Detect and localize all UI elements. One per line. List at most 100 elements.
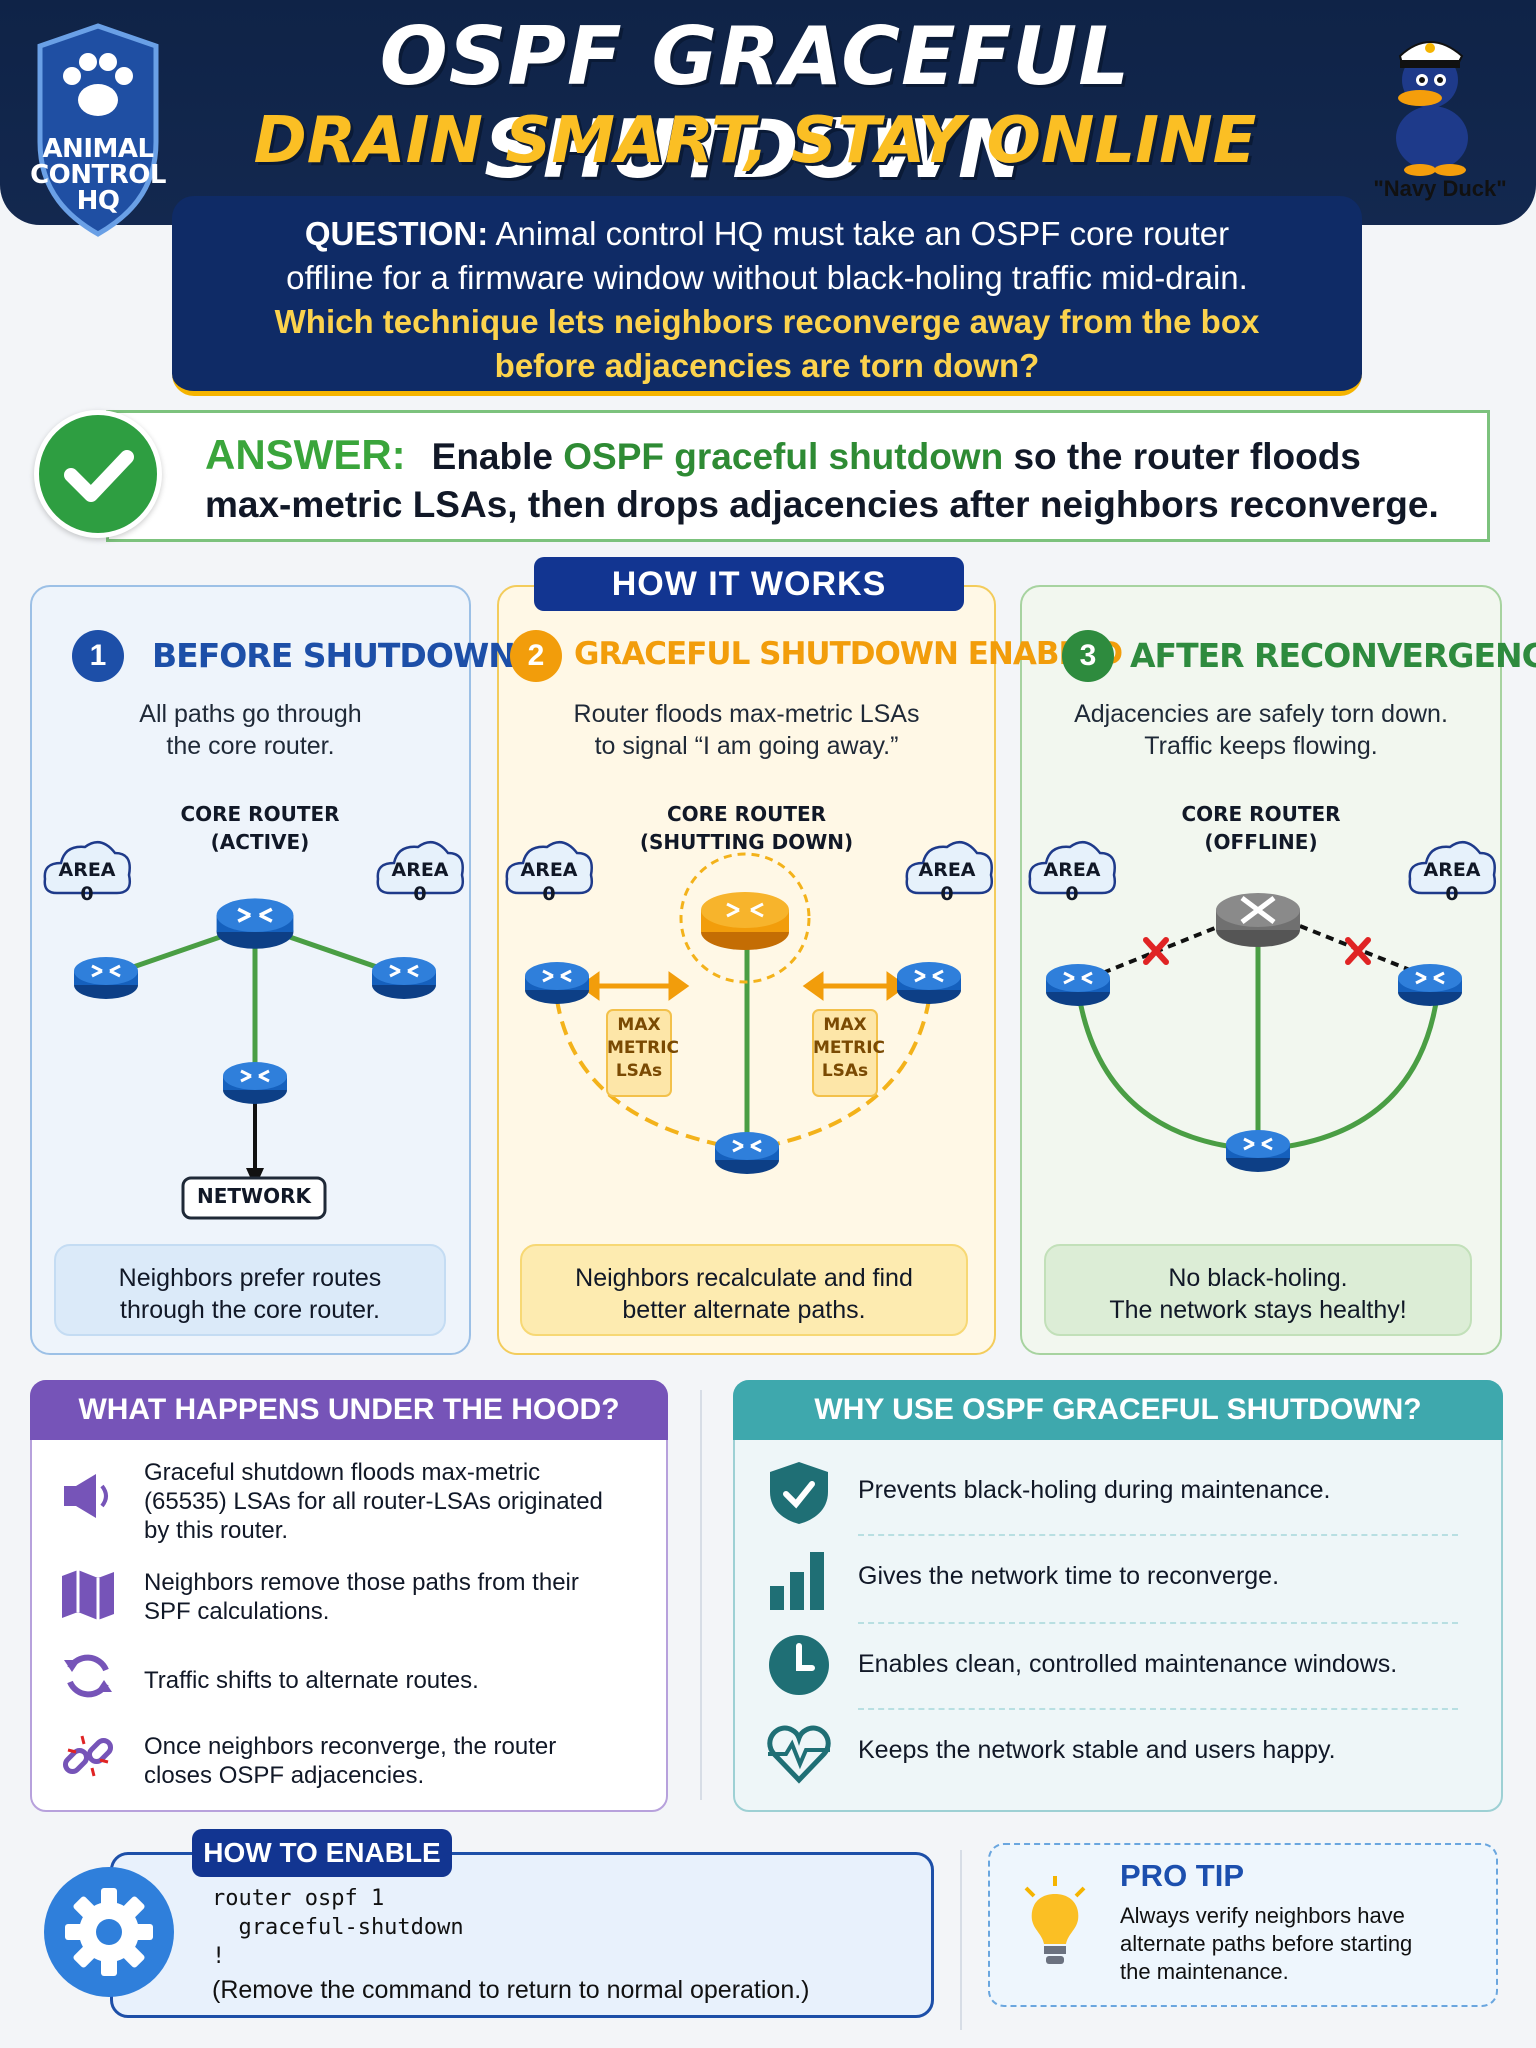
step2-title: GRACEFUL SHUTDOWN ENABLED: [574, 636, 1123, 672]
step1-area-left-label: AREA: [58, 859, 116, 881]
step2-router-label: CORE ROUTER (SHUTTING DOWN): [507, 800, 986, 856]
step2-caption: Neighbors recalculate and find better al…: [520, 1244, 968, 1336]
pro-tip-line3: the maintenance.: [1120, 1959, 1289, 1984]
why-item-1: Prevents black-holing during maintenance…: [858, 1476, 1331, 1504]
refresh-icon: [64, 1654, 112, 1698]
router-bottom-icon: [221, 1060, 289, 1106]
core-router-offline-icon: [1216, 893, 1300, 947]
header-banner: [0, 0, 1536, 225]
step1-desc-2: the core router.: [166, 732, 335, 760]
why-use-panel: [733, 1380, 1503, 1812]
answer-box: ANSWER:Enable OSPF graceful shutdown so …: [106, 410, 1490, 542]
question-box: QUESTION: Animal control HQ must take an…: [172, 196, 1362, 396]
answer-text-post: so the router floods: [1003, 436, 1361, 477]
lsa-right-label: MAX METRIC LSAs: [813, 1014, 886, 1083]
heartbeat-icon: [767, 1725, 831, 1784]
step2-caption-2: better alternate paths.: [622, 1296, 866, 1324]
hood-item-2-line1: Neighbors remove those paths from their: [144, 1569, 579, 1596]
badge-line-2: CONTROL: [30, 160, 166, 190]
config-note: (Remove the command to return to normal …: [212, 1976, 810, 2004]
router-left-icon: [1044, 962, 1112, 1008]
step3-router-label-1: CORE ROUTER: [1181, 802, 1341, 826]
how-it-works-banner: HOW IT WORKS: [534, 557, 964, 611]
why-separator: [858, 1534, 1458, 1536]
step1-caption: Neighbors prefer routes through the core…: [54, 1244, 446, 1336]
badge-line-3: HQ: [76, 186, 120, 216]
lsa-left-2: METRIC: [607, 1038, 680, 1058]
badge-text: ANIMAL CONTROL HQ: [20, 136, 176, 214]
step2-area-right-num: 0: [940, 883, 954, 905]
hood-item-3: Traffic shifts to alternate routes.: [144, 1666, 654, 1695]
question-text-1: Animal control HQ must take an OSPF core…: [488, 215, 1230, 252]
step1-desc-1: All paths go through: [139, 700, 362, 728]
step3-desc: Adjacencies are safely torn down. Traffi…: [1030, 698, 1492, 762]
why-item-4: Keeps the network stable and users happy…: [858, 1736, 1336, 1764]
page-title: OSPF GRACEFUL SHUTDOWN: [379, 10, 1131, 196]
step1-area-right-label: AREA: [391, 859, 449, 881]
step1-diagram: [43, 840, 465, 1220]
router-right-icon: [895, 960, 963, 1006]
step2-desc: Router floods max-metric LSAs to signal …: [507, 698, 986, 762]
lsa-right-3: LSAs: [821, 1061, 869, 1081]
step2-area-right-label: AREA: [918, 859, 976, 881]
lsa-left-label: MAX METRIC LSAs: [607, 1014, 680, 1083]
page-subtitle: DRAIN SMART, STAY ONLINE: [253, 104, 1257, 178]
step3-caption-2: The network stays healthy!: [1109, 1296, 1407, 1324]
step2-router-label-1: CORE ROUTER: [666, 802, 827, 826]
lightbulb-icon: [1024, 1876, 1086, 1964]
question-highlight-1: Which technique lets neighbors reconverg…: [274, 303, 1260, 340]
why-separator: [858, 1622, 1458, 1624]
duck-mascot-icon: [1396, 41, 1468, 176]
step3-router-label: CORE ROUTER (OFFLINE): [1030, 800, 1492, 856]
router-bottom-icon: [713, 1130, 781, 1176]
step3-caption-1: No black-holing.: [1168, 1264, 1348, 1292]
step3-caption: No black-holing. The network stays healt…: [1044, 1244, 1472, 1336]
under-the-hood-title: WHAT HAPPENS UNDER THE HOOD?: [30, 1380, 668, 1440]
how-to-enable-panel: [110, 1852, 934, 2018]
step1-router-label-1: CORE ROUTER: [180, 802, 340, 826]
map-icon: [62, 1570, 114, 1620]
gear-icon: [44, 1867, 174, 1997]
router-right-icon: [370, 955, 438, 1001]
step2-area-left-num: 0: [542, 883, 556, 905]
hood-item-1: Graceful shutdown floods max-metric (655…: [144, 1458, 654, 1545]
lsa-left-3: LSAs: [615, 1061, 663, 1081]
lsa-right-2: METRIC: [813, 1038, 886, 1058]
router-left-icon: [72, 955, 140, 1001]
step2-number: 2: [510, 630, 562, 682]
why-use-title: WHY USE OSPF GRACEFUL SHUTDOWN?: [733, 1380, 1503, 1440]
step3-desc-2: Traffic keeps flowing.: [1144, 732, 1378, 760]
why-item-3: Enables clean, controlled maintenance wi…: [858, 1650, 1398, 1678]
clock-icon: [769, 1635, 829, 1695]
step3-number: 3: [1062, 630, 1114, 682]
core-router-shutting-down-icon: [699, 890, 791, 952]
config-code: router ospf 1 graceful-shutdown !: [212, 1886, 464, 1969]
question-text-2: offline for a firmware window without bl…: [286, 259, 1248, 296]
step2-area-left-label: AREA: [520, 859, 578, 881]
shield-check-icon: [770, 1462, 828, 1524]
step1-caption-2: through the core router.: [120, 1296, 380, 1324]
question-label: QUESTION:: [304, 215, 489, 252]
step1-caption-1: Neighbors prefer routes: [118, 1264, 382, 1292]
hood-item-3-line1: Traffic shifts to alternate routes.: [144, 1667, 479, 1694]
step3-area-right-label: AREA: [1423, 859, 1481, 881]
pro-tip-title: PRO TIP: [1120, 1858, 1245, 1893]
step1-area-right-num: 0: [413, 883, 427, 905]
mascot-label: "Navy Duck": [1373, 176, 1507, 201]
router-right-icon: [1396, 962, 1464, 1008]
why-separator: [858, 1708, 1458, 1710]
section-divider: [700, 1390, 702, 1800]
hood-item-2: Neighbors remove those paths from their …: [144, 1568, 654, 1626]
step1-title: BEFORE SHUTDOWN: [152, 636, 516, 675]
section-divider: [960, 1850, 962, 2030]
step3-desc-1: Adjacencies are safely torn down.: [1074, 700, 1448, 728]
bar-chart-icon: [770, 1552, 824, 1610]
hood-item-1-line1: Graceful shutdown floods max-metric: [144, 1459, 541, 1486]
check-icon: [34, 410, 162, 538]
step1-router-label-2: (ACTIVE): [210, 830, 310, 854]
